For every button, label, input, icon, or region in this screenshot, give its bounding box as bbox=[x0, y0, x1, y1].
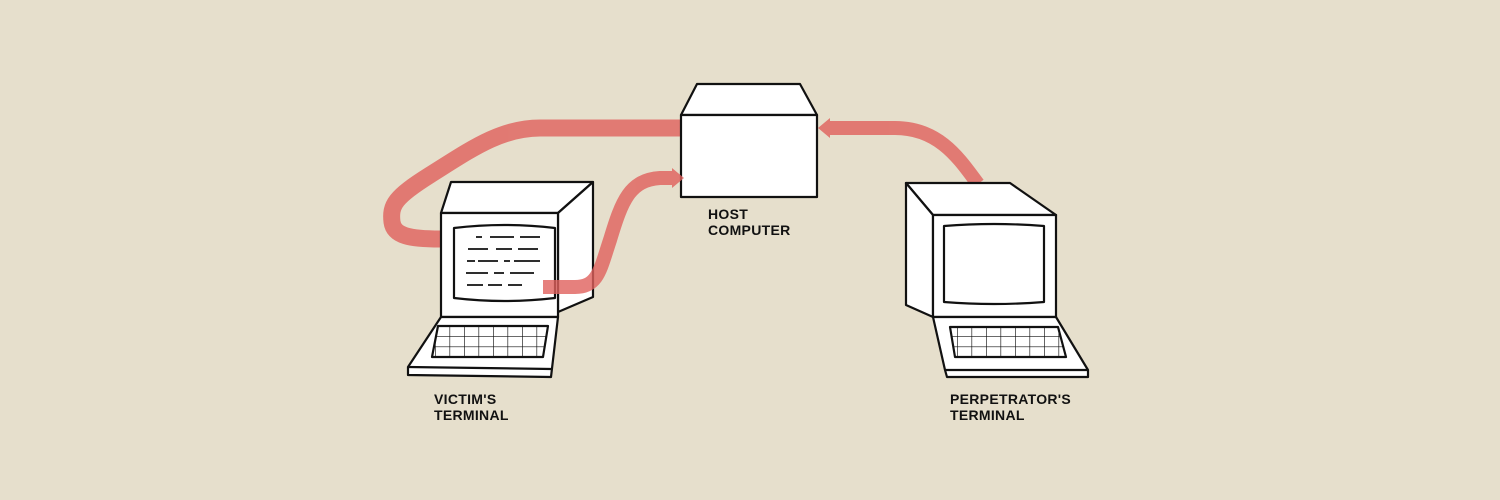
host-label-line1: HOST bbox=[708, 206, 749, 222]
perpetrator-label-line2: TERMINAL bbox=[950, 407, 1025, 423]
connection-perpetrator-to-host bbox=[818, 118, 984, 189]
victim-label-line1: VICTIM'S bbox=[434, 391, 497, 407]
victim-label-line2: TERMINAL bbox=[434, 407, 509, 423]
perpetrator-terminal bbox=[904, 181, 1090, 379]
arrowhead-icon bbox=[818, 118, 830, 138]
perpetrator-terminal-label: PERPETRATOR'S TERMINAL bbox=[950, 391, 1071, 423]
host-label-line2: COMPUTER bbox=[708, 222, 791, 238]
host-computer-label: HOST COMPUTER bbox=[708, 206, 791, 238]
screen-text-lines bbox=[466, 236, 540, 286]
host-computer bbox=[679, 82, 819, 199]
victim-terminal-label: VICTIM'S TERMINAL bbox=[434, 391, 509, 423]
victim-screen bbox=[452, 223, 557, 303]
perpetrator-screen bbox=[942, 222, 1046, 306]
connection-victim-to-host bbox=[543, 168, 684, 294]
victim-terminal bbox=[406, 180, 595, 379]
arrowhead-icon bbox=[672, 168, 684, 188]
perpetrator-keyboard bbox=[948, 325, 1068, 359]
perpetrator-label-line1: PERPETRATOR'S bbox=[950, 391, 1072, 407]
victim-keyboard bbox=[430, 324, 550, 359]
